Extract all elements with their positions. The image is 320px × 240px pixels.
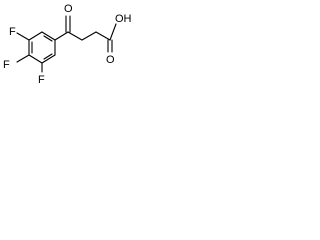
- hydroxyl-label: OH: [115, 13, 132, 25]
- ring-double-bond: [43, 53, 53, 60]
- ring-bond: [28, 54, 43, 64]
- structure-diagram: O OH O F F F: [3, 3, 132, 86]
- ring-bond: [28, 31, 43, 41]
- c-f-bond-middle: [16, 54, 30, 63]
- benzene-ring: [28, 31, 56, 64]
- chain-bond: [67, 31, 83, 41]
- ring-bond: [41, 31, 56, 41]
- chain-bond: [95, 31, 111, 41]
- ring-to-carbonyl-bond: [54, 31, 69, 41]
- chain-bond: [81, 31, 97, 41]
- c-f-bond-top: [16, 32, 30, 41]
- acid-c-oh-bond: [109, 23, 117, 41]
- fluorine-top-label: F: [9, 26, 16, 38]
- ketone-oxygen-label: O: [64, 3, 73, 15]
- fluorine-middle-label: F: [3, 59, 10, 71]
- acid-oxygen-label: O: [106, 54, 115, 66]
- ring-bond: [41, 54, 56, 64]
- ring-double-bond: [43, 35, 53, 42]
- fluorine-bottom-label: F: [38, 74, 45, 86]
